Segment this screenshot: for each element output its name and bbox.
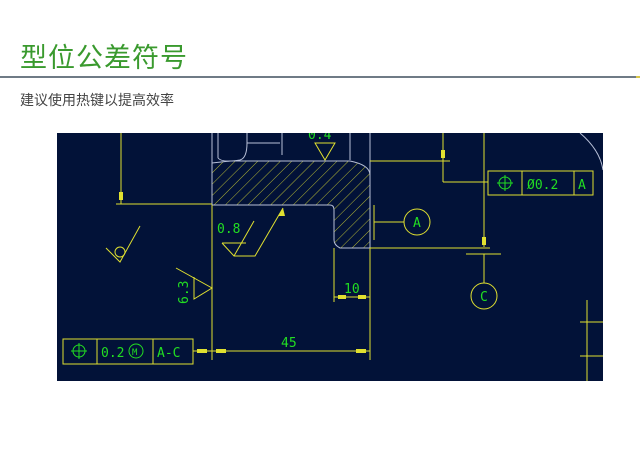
roughness-0-8: 0.8: [217, 222, 240, 237]
dimension-10: 10: [344, 282, 360, 297]
position-icon: [71, 343, 87, 359]
fcf-bottom-tolerance: 0.2: [101, 346, 124, 361]
title-divider-accent: [636, 76, 640, 78]
fcf-top-tolerance: Ø0.2: [527, 178, 558, 193]
datum-a-symbol: [403, 208, 431, 236]
roughness-6-3: 6.3: [177, 281, 192, 304]
position-icon: [497, 175, 513, 191]
datum-c-label: C: [480, 290, 488, 305]
fcf-bottom-modifier: M: [132, 348, 138, 358]
roughness-top: 0.4: [308, 128, 332, 143]
roughness-symbol: [105, 225, 141, 263]
title-divider: [0, 76, 636, 78]
page-title: 型位公差符号: [20, 43, 188, 74]
datum-c-symbol: [470, 282, 498, 310]
fcf-bottom: [62, 338, 194, 365]
subtitle: 建议使用热键以提高效率: [20, 93, 174, 109]
mmc-modifier-icon: [128, 343, 144, 359]
arrowheads: [119, 150, 486, 353]
roughness-symbol: [175, 267, 213, 300]
datum-a-label: A: [413, 216, 421, 231]
fcf-bottom-datum: A-C: [157, 346, 180, 361]
roughness-symbol: [221, 207, 284, 257]
fcf-top: [487, 170, 594, 196]
fcf-top-datum: A: [578, 178, 586, 193]
dimension-45: 45: [281, 336, 297, 351]
hatched-section: [211, 160, 371, 249]
